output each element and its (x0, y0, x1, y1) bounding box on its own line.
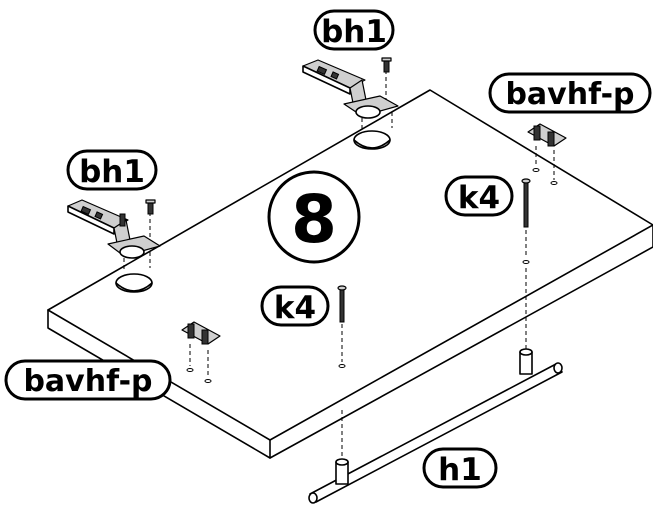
svg-text:bavhf-p: bavhf-p (505, 77, 634, 112)
label-bavhf-p-left: bavhf-p (4, 359, 172, 401)
screw-icon (119, 199, 156, 227)
hinge-icon (67, 199, 161, 272)
label-h1: h1 (422, 447, 498, 489)
svg-text:bh1: bh1 (321, 14, 387, 50)
screw-icon (381, 57, 392, 73)
svg-text:bh1: bh1 (79, 154, 145, 190)
mounting-bracket-icon (181, 321, 221, 383)
step-number-badge: 8 (267, 170, 361, 264)
label-bh1-top: bh1 (313, 9, 395, 51)
svg-text:k4: k4 (274, 290, 316, 326)
svg-text:bavhf-p: bavhf-p (23, 364, 152, 399)
label-k4-right: k4 (444, 175, 514, 217)
label-bh1-left: bh1 (66, 149, 158, 191)
step-number: 8 (291, 181, 337, 258)
svg-text:h1: h1 (438, 452, 482, 488)
hinge-cup-hole-left (115, 273, 153, 293)
hinge-icon (302, 59, 399, 130)
mounting-bracket-icon (527, 123, 567, 185)
label-bavhf-p-right: bavhf-p (488, 72, 652, 114)
screw-icon (337, 285, 347, 368)
hinge-cup-hole-top (353, 130, 391, 150)
label-k4-center: k4 (260, 285, 330, 327)
screw-icon (521, 178, 531, 264)
svg-text:k4: k4 (458, 180, 500, 216)
handle-icon (308, 268, 563, 504)
